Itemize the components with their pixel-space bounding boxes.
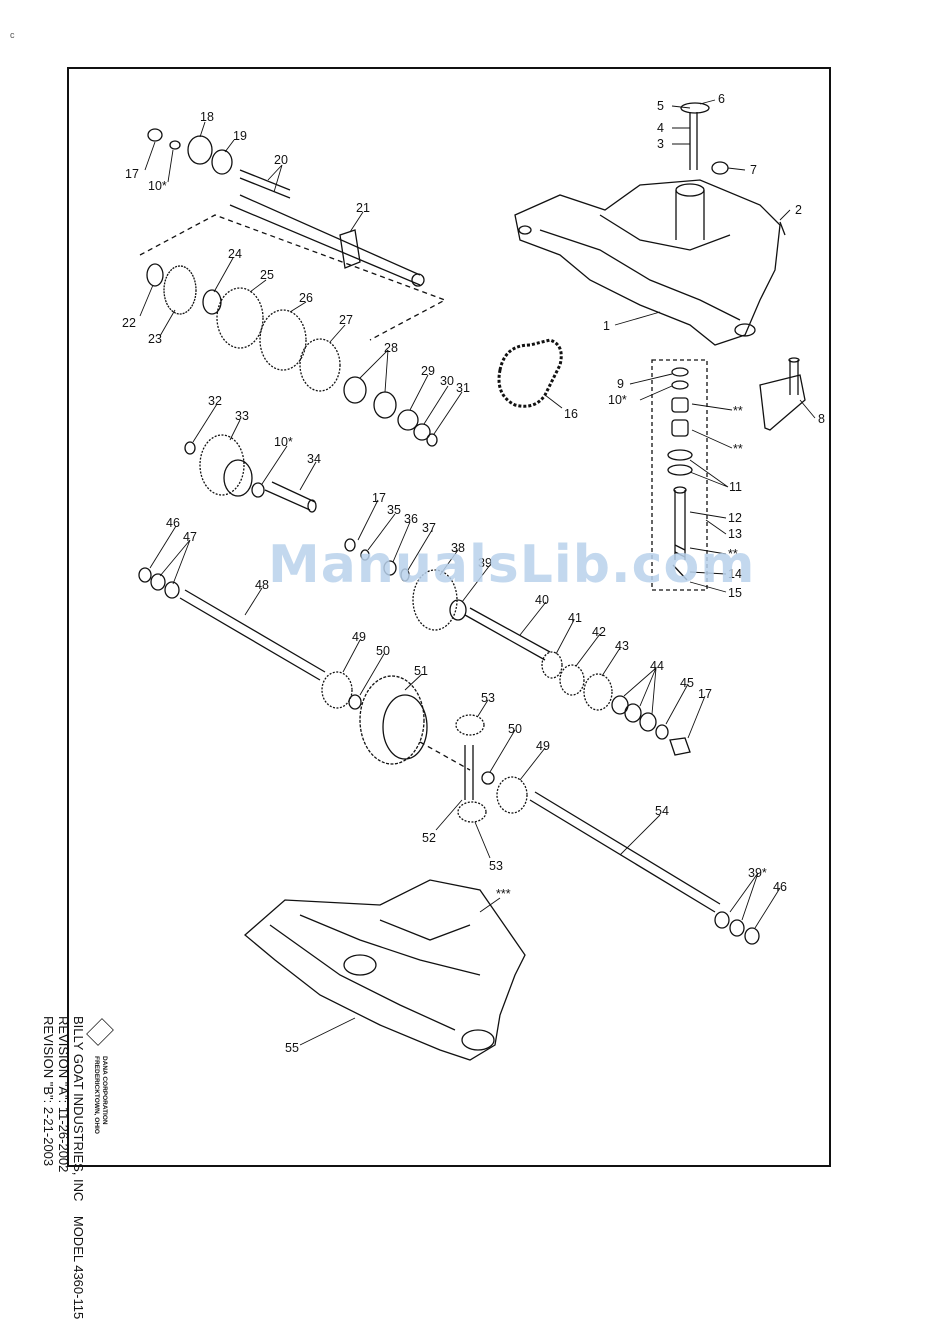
revision-b: REVISION "B": 2-21-2003 bbox=[41, 1016, 56, 1167]
lower-housing bbox=[243, 879, 526, 1061]
callout-45: 45 bbox=[680, 676, 694, 690]
callout-31: 31 bbox=[456, 381, 470, 395]
callout-50-right: 50 bbox=[508, 722, 522, 736]
stray-mark: c bbox=[10, 30, 15, 40]
callout-8: 8 bbox=[818, 412, 825, 426]
callout-37: 37 bbox=[422, 521, 436, 535]
callout-14: 14 bbox=[728, 567, 742, 581]
callout-18: 18 bbox=[200, 110, 214, 124]
callout-41: 41 bbox=[568, 611, 582, 625]
callout-30: 30 bbox=[440, 374, 454, 388]
callout-32: 32 bbox=[208, 394, 222, 408]
gear-cluster-32-34 bbox=[184, 434, 317, 513]
callout-40: 40 bbox=[535, 593, 549, 607]
callout-39: 39 bbox=[478, 556, 492, 570]
callout-48: 48 bbox=[255, 578, 269, 592]
callout-10-mid: 10* bbox=[274, 435, 293, 449]
callout-17-mid: 17 bbox=[372, 491, 386, 505]
callout-27: 27 bbox=[339, 313, 353, 327]
callout-15: 15 bbox=[728, 586, 742, 600]
callout-17-lower: 17 bbox=[698, 687, 712, 701]
callout-29: 29 bbox=[421, 364, 435, 378]
callout-4: 4 bbox=[657, 121, 664, 135]
callout-double-star-b: ** bbox=[733, 442, 743, 456]
callout-51: 51 bbox=[414, 664, 428, 678]
callout-42: 42 bbox=[592, 625, 606, 639]
callout-1: 1 bbox=[603, 319, 610, 333]
callout-triple-star: *** bbox=[496, 887, 511, 901]
callout-17-upper: 17 bbox=[125, 167, 139, 181]
callout-11: 11 bbox=[729, 480, 742, 494]
title-block: DANA CORPORATION FREDERICKTOWN, OHIO BIL… bbox=[41, 1016, 114, 1319]
model-line: BILLY GOAT INDUSTRIES, INC MODEL 4360-11… bbox=[71, 1016, 86, 1319]
drive-chain bbox=[497, 338, 563, 408]
callout-23: 23 bbox=[148, 332, 162, 346]
callout-13: 13 bbox=[728, 527, 742, 541]
gear-cluster-22-31 bbox=[146, 263, 438, 447]
callout-5: 5 bbox=[657, 99, 664, 113]
callout-49-right: 49 bbox=[536, 739, 550, 753]
ring-gear bbox=[359, 675, 471, 771]
callout-34: 34 bbox=[307, 452, 321, 466]
callout-10-left: 10* bbox=[148, 179, 167, 193]
leader-lines bbox=[139, 99, 816, 1046]
callout-35: 35 bbox=[387, 503, 401, 517]
gear-cluster-35-39 bbox=[344, 538, 467, 631]
callout-24: 24 bbox=[228, 247, 242, 261]
callout-46-left: 46 bbox=[166, 516, 180, 530]
axle-54 bbox=[496, 776, 760, 945]
callout-54: 54 bbox=[655, 804, 669, 818]
callout-49-left: 49 bbox=[352, 630, 366, 644]
callout-53-top: 53 bbox=[481, 691, 495, 705]
callout-33: 33 bbox=[235, 409, 249, 423]
callout-53-bottom: 53 bbox=[489, 859, 503, 873]
callout-21: 21 bbox=[356, 201, 370, 215]
company-location: FREDERICKTOWN, OHIO bbox=[93, 1056, 100, 1134]
differential-pinions bbox=[455, 714, 495, 823]
callout-7: 7 bbox=[750, 163, 757, 177]
callout-16: 16 bbox=[564, 407, 578, 421]
callout-9: 9 bbox=[617, 377, 624, 391]
callout-double-star-c: ** bbox=[728, 547, 738, 561]
callout-6: 6 bbox=[718, 92, 725, 106]
callout-26: 26 bbox=[299, 291, 313, 305]
leader-dashed-21 bbox=[139, 214, 447, 341]
callout-10-upper: 10* bbox=[608, 393, 627, 407]
callout-55: 55 bbox=[285, 1041, 299, 1055]
callout-double-star-a: ** bbox=[733, 404, 743, 418]
exploded-parts-diagram: 5 6 4 3 7 2 1 9 10* ** ** 11 12 13 ** 14… bbox=[122, 92, 825, 1061]
revision-a: REVISION "A": 11-26-2002 bbox=[56, 1016, 71, 1173]
watermark: ManualsLib.com bbox=[268, 535, 756, 595]
brake-shaft-parts bbox=[667, 367, 693, 581]
countershaft-assembly bbox=[147, 128, 425, 287]
drawing-frame bbox=[67, 67, 831, 1167]
upper-housing bbox=[514, 179, 781, 346]
callout-19: 19 bbox=[233, 129, 247, 143]
callout-12: 12 bbox=[728, 511, 742, 525]
brake-arm bbox=[759, 357, 806, 431]
shaft-40-assembly bbox=[464, 607, 691, 756]
callout-22: 22 bbox=[122, 316, 136, 330]
brake-assembly-outline bbox=[651, 359, 708, 591]
callout-47: 47 bbox=[183, 530, 197, 544]
callout-36: 36 bbox=[404, 512, 418, 526]
callout-43: 43 bbox=[615, 639, 629, 653]
callout-50-left: 50 bbox=[376, 644, 390, 658]
callout-3: 3 bbox=[657, 137, 664, 151]
axle-48 bbox=[138, 567, 362, 710]
callout-44: 44 bbox=[650, 659, 664, 673]
callout-25: 25 bbox=[260, 268, 274, 282]
company-name: DANA CORPORATION bbox=[101, 1056, 108, 1125]
callout-20: 20 bbox=[274, 153, 288, 167]
shift-lever-shaft bbox=[680, 102, 786, 236]
callout-38: 38 bbox=[451, 541, 465, 555]
callout-labels: 5 6 4 3 7 2 1 9 10* ** ** 11 12 13 ** 14… bbox=[122, 92, 825, 1055]
dana-logo-icon bbox=[86, 1018, 114, 1046]
callout-46-right: 46 bbox=[773, 880, 787, 894]
callout-28: 28 bbox=[384, 341, 398, 355]
callout-52: 52 bbox=[422, 831, 436, 845]
callout-39-star: 39* bbox=[748, 866, 767, 880]
callout-2: 2 bbox=[795, 203, 802, 217]
